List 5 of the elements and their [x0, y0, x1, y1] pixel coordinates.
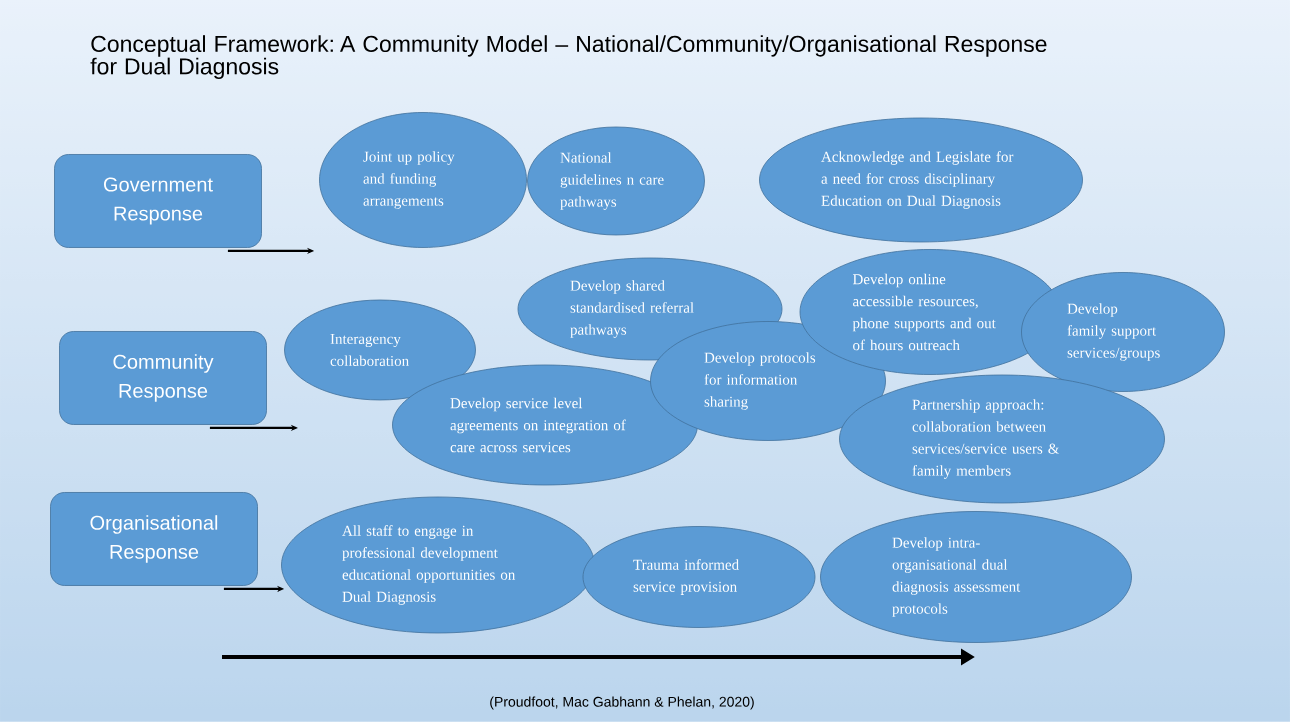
response-box: Organisational Response	[50, 492, 258, 586]
response-box: Community Response	[59, 331, 267, 425]
response-box: Government Response	[54, 154, 262, 248]
caption: (Proudfoot, Mac Gabhann & Phelan, 2020)	[490, 696, 754, 710]
title: Conceptual Framework: A Community Model – National/Community/Organisational Response for Dual Diagnosis	[90, 35, 1047, 80]
